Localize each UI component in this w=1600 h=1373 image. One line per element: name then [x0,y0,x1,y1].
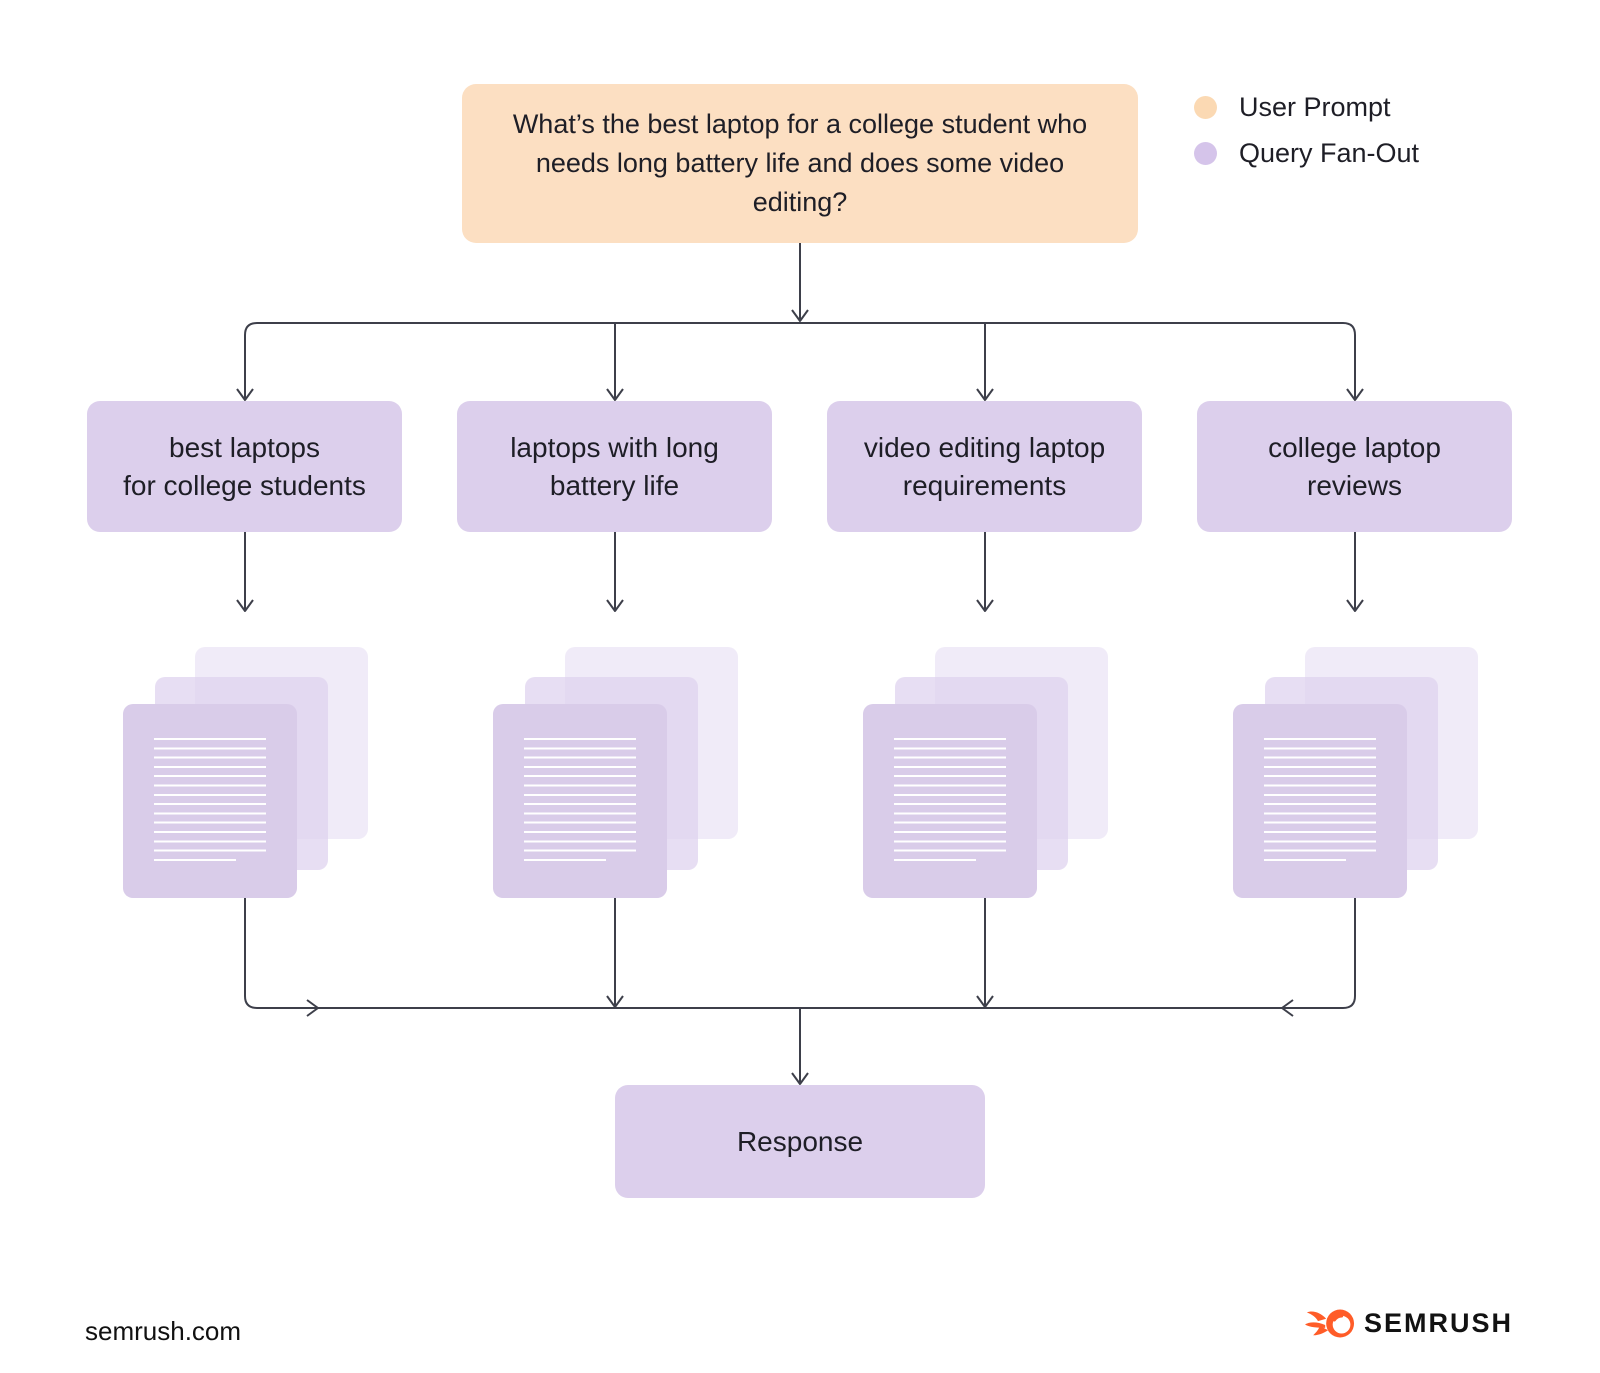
document-page-front [1233,704,1407,898]
user-prompt-dot-icon [1194,96,1217,119]
legend-label: User Prompt [1239,92,1391,122]
query-box-3: video editing laptop requirements [827,401,1142,532]
user-prompt-box: What’s the best laptop for a college stu… [462,84,1138,243]
response-box: Response [615,1085,985,1198]
footer-domain-text: semrush.com [85,1316,242,1346]
document-page-front [493,704,667,898]
document-text-lines [1264,738,1376,861]
query-box-2: laptops with long battery life [457,401,772,532]
document-page-front [863,704,1037,898]
query-box-1: best laptops for college students [87,401,402,532]
document-text-lines [154,738,266,861]
query-fanout-dot-icon [1194,142,1217,165]
semrush-wordmark: SEMRUSH [1363,1308,1513,1338]
semrush-logo: SEMRUSH [1304,1308,1513,1339]
document-stack-icon [863,647,1108,898]
document-stack-icon [123,647,368,898]
query-box-4: college laptop reviews [1197,401,1512,532]
document-text-lines [894,738,1006,861]
document-stack-icon [1233,647,1478,898]
document-stack-icon [493,647,738,898]
legend: User Prompt Query Fan-Out [1194,92,1419,169]
legend-item-user-prompt: User Prompt [1194,92,1419,123]
semrush-flame-icon [1304,1309,1355,1338]
document-page-front [123,704,297,898]
legend-item-query-fanout: Query Fan-Out [1194,138,1419,169]
legend-label: Query Fan-Out [1239,138,1420,168]
document-text-lines [524,738,636,861]
